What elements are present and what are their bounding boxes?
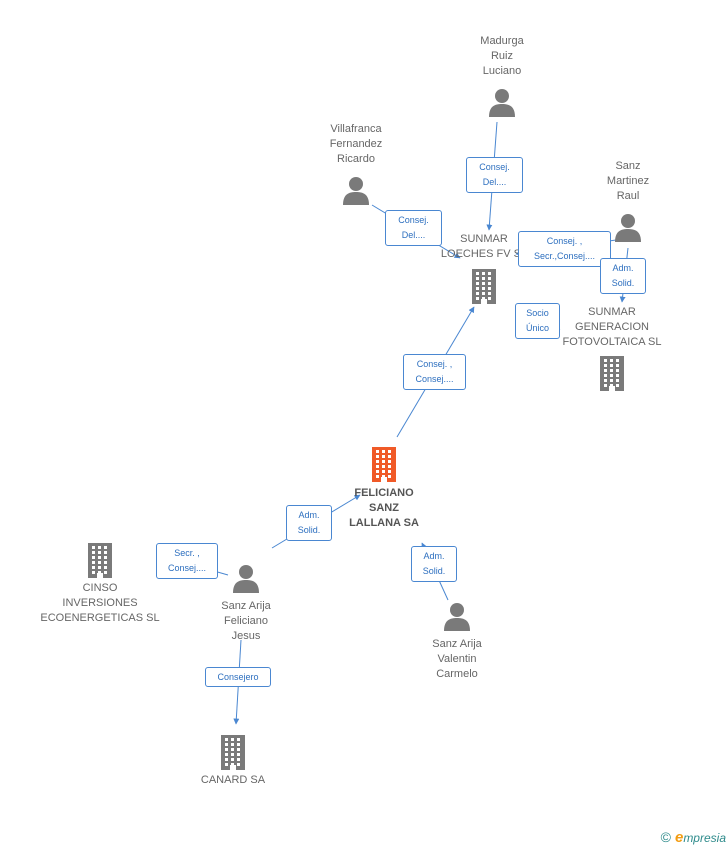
main-company-icon[interactable] [369,446,399,482]
node-feliciano[interactable]: FELICIANO SANZ LALLANA SA [304,486,464,531]
person-icon[interactable] [341,175,371,205]
node-name-arijavalentin[interactable]: Sanz Arija Valentin Carmelo [432,638,482,680]
brand-logo-text: mpresia [683,831,726,845]
edge-label-villafranca-loeches[interactable]: Consej. Del.... [385,210,442,246]
node-madurga[interactable]: Madurga Ruiz Luciano [422,34,582,79]
node-name-cinso[interactable]: CINSO INVERSIONES ECOENERGETICAS SL [40,582,160,624]
edge-label-arijavalentin-feliciano[interactable]: Adm. Solid. [411,546,457,582]
edge-label-madurga-loeches[interactable]: Consej. Del.... [466,157,523,193]
node-cinso[interactable]: CINSO INVERSIONES ECOENERGETICAS SL [20,581,180,626]
node-arijavalentin[interactable]: Sanz Arija Valentin Carmelo [377,637,537,682]
node-name-feliciano[interactable]: FELICIANO SANZ LALLANA SA [349,487,419,529]
footer-brand: ©empresia [661,829,726,846]
edge-label-generacion-loeches[interactable]: Socio Único [515,303,560,339]
edge-label-sanzmartinez-loeches[interactable]: Consej. , Secr.,Consej.... [518,231,611,267]
node-sanzmartinez[interactable]: Sanz Martinez Raul [548,159,708,204]
node-generacion[interactable]: SUNMAR GENERACION FOTOVOLTAICA SL [532,305,692,350]
node-name-arijafeliciano[interactable]: Sanz Arija Feliciano Jesus [221,600,271,642]
node-arijafeliciano[interactable]: Sanz Arija Feliciano Jesus [166,599,326,644]
node-name-generacion[interactable]: SUNMAR GENERACION FOTOVOLTAICA SL [562,306,662,348]
person-icon[interactable] [442,601,472,631]
edge-label-arijafeliciano-cinso[interactable]: Secr. , Consej.... [156,543,218,579]
node-canard[interactable]: CANARD SA [153,773,313,788]
person-icon[interactable] [487,87,517,117]
node-name-madurga[interactable]: Madurga Ruiz Luciano [480,35,524,77]
edge-label-feliciano-loeches[interactable]: Consej. , Consej.... [403,354,466,390]
company-icon[interactable] [218,734,248,770]
person-icon[interactable] [613,212,643,242]
company-icon[interactable] [85,542,115,578]
company-icon[interactable] [597,355,627,391]
node-name-sanzmartinez[interactable]: Sanz Martinez Raul [606,160,650,202]
node-villafranca[interactable]: Villafranca Fernandez Ricardo [276,122,436,167]
node-name-villafranca[interactable]: Villafranca Fernandez Ricardo [329,123,383,165]
copyright-symbol: © [660,829,671,845]
node-name-canard[interactable]: CANARD SA [200,774,266,786]
edge-label-sanzmartinez-generacion[interactable]: Adm. Solid. [600,258,646,294]
edge-label-arijafeliciano-feliciano[interactable]: Adm. Solid. [286,505,332,541]
company-icon[interactable] [469,268,499,304]
brand-logo-initial: e [674,829,684,846]
edge-label-arijafeliciano-canard[interactable]: Consejero [205,667,271,687]
person-icon[interactable] [231,563,261,593]
